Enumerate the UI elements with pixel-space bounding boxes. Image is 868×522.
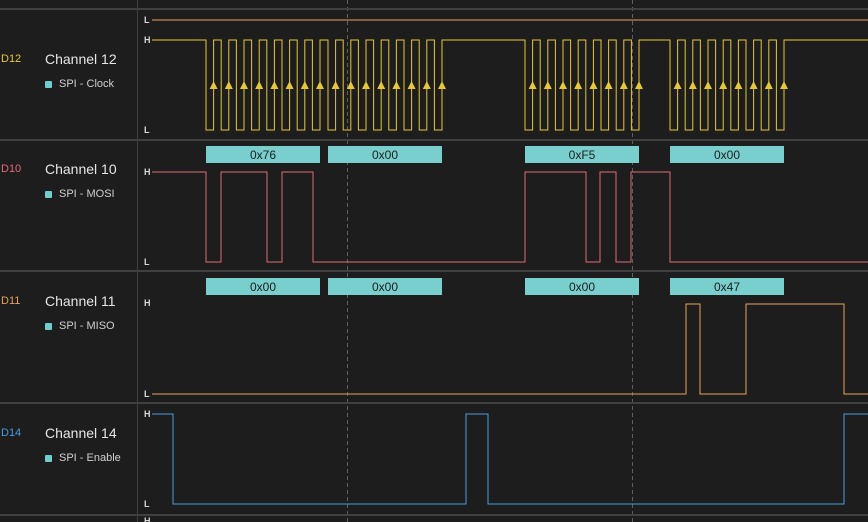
clock-rising-edge-arrow-icon (224, 81, 233, 89)
row-separator (0, 514, 868, 516)
clock-rising-edge-arrow-icon (764, 81, 773, 89)
analyzer-dot-icon (45, 190, 52, 198)
analyzer-tag[interactable]: SPI - Clock (45, 78, 114, 90)
top-channel-low-label: L (144, 15, 150, 25)
ch11-miso-waveform (152, 303, 868, 395)
analyzer-tag[interactable]: SPI - Enable (45, 452, 121, 464)
clock-rising-edge-arrow-icon (377, 81, 386, 89)
clock-rising-edge-arrow-icon (559, 81, 567, 89)
svg-text:0x76: 0x76 (250, 148, 276, 162)
svg-text:0x00: 0x00 (714, 148, 740, 162)
svg-text:0x47: 0x47 (714, 280, 740, 294)
clock-rising-edge-arrow-icon (543, 81, 552, 89)
clock-rising-edge-arrow-icon (780, 81, 788, 89)
channel-id: D12 (1, 53, 22, 65)
analyzer-dot-icon (45, 80, 52, 88)
clock-rising-edge-arrow-icon (331, 81, 340, 89)
svg-text:0x00: 0x00 (250, 280, 276, 294)
svg-text:0x00: 0x00 (569, 280, 595, 294)
mosi-decoded-byte[interactable]: 0x00 (328, 146, 442, 163)
ch11-low-label: L (144, 389, 150, 399)
row-separator (0, 270, 868, 272)
clock-rising-edge-arrow-icon (240, 81, 248, 89)
clock-rising-edge-arrow-icon (438, 81, 446, 89)
next-channel-high-label: H (144, 516, 151, 522)
mosi-decoded-byte[interactable]: 0x76 (206, 146, 320, 163)
clock-rising-edge-arrow-icon (285, 81, 294, 89)
clock-rising-edge-arrow-icon (635, 81, 643, 89)
ch12-high-label: H (144, 35, 151, 45)
clock-rising-edge-arrow-icon (704, 81, 712, 89)
analyzer-dot-icon (45, 454, 52, 462)
svg-text:0xF5: 0xF5 (569, 148, 596, 162)
ch10-low-label: L (144, 257, 150, 267)
mosi-decoded-byte[interactable]: 0xF5 (525, 146, 639, 163)
clock-rising-edge-arrow-icon (734, 81, 743, 89)
clock-rising-edge-arrow-icon (300, 81, 309, 89)
miso-decoded-byte[interactable]: 0x00 (206, 278, 320, 295)
clock-rising-edge-arrow-icon (589, 81, 598, 89)
analyzer-label: SPI - MOSI (59, 188, 115, 200)
clock-rising-edge-arrow-icon (316, 81, 324, 89)
channel-name[interactable]: Channel 12 (45, 51, 117, 67)
clock-rising-edge-arrow-icon (604, 81, 613, 89)
miso-decoded-byte[interactable]: 0x00 (525, 278, 639, 295)
clock-rising-edge-arrow-icon (346, 81, 355, 89)
analyzer-label: SPI - Enable (59, 452, 121, 464)
row-separator (0, 402, 868, 404)
clock-rising-edge-arrow-icon (619, 81, 628, 89)
miso-decoded-byte[interactable]: 0x00 (328, 278, 442, 295)
channel-name[interactable]: Channel 11 (45, 293, 116, 309)
channel-id: D11 (1, 295, 21, 307)
svg-text:0x00: 0x00 (372, 148, 398, 162)
channel-id: D10 (1, 163, 22, 175)
mosi-decoded-byte[interactable]: 0x00 (670, 146, 784, 163)
clock-rising-edge-arrow-icon (362, 81, 370, 89)
analyzer-dot-icon (45, 322, 52, 330)
clock-rising-edge-arrow-icon (528, 81, 537, 89)
clock-rising-edge-arrow-icon (209, 81, 218, 89)
ch14-low-label: L (144, 499, 150, 509)
ch12-clock-edge-markers (209, 81, 788, 89)
svg-text:0x00: 0x00 (372, 280, 398, 294)
ch11-high-label: H (144, 298, 151, 308)
miso-decoded-byte[interactable]: 0x47 (670, 278, 784, 295)
analyzer-tag[interactable]: SPI - MISO (45, 320, 115, 332)
analyzer-label: SPI - Clock (59, 78, 115, 90)
clock-rising-edge-arrow-icon (749, 81, 758, 89)
clock-rising-edge-arrow-icon (407, 81, 416, 89)
channel-name[interactable]: Channel 14 (45, 425, 117, 441)
clock-rising-edge-arrow-icon (392, 81, 401, 89)
ch14-enable-waveform (152, 413, 868, 505)
ch14-high-label: H (144, 409, 151, 419)
row-separator (0, 139, 868, 141)
ch12-low-label: L (144, 125, 150, 135)
ch10-mosi-waveform (152, 171, 868, 263)
clock-rising-edge-arrow-icon (270, 81, 279, 89)
analyzer-tag[interactable]: SPI - MOSI (45, 188, 115, 200)
channel-id: D14 (1, 427, 22, 439)
clock-rising-edge-arrow-icon (422, 81, 431, 89)
clock-rising-edge-arrow-icon (688, 81, 697, 89)
clock-rising-edge-arrow-icon (255, 81, 264, 89)
row-separator (0, 8, 868, 10)
clock-rising-edge-arrow-icon (574, 81, 583, 89)
ch10-high-label: H (144, 167, 151, 177)
clock-rising-edge-arrow-icon (673, 81, 682, 89)
analyzer-label: SPI - MISO (59, 320, 115, 332)
clock-rising-edge-arrow-icon (719, 81, 728, 89)
channel-name[interactable]: Channel 10 (45, 161, 117, 177)
